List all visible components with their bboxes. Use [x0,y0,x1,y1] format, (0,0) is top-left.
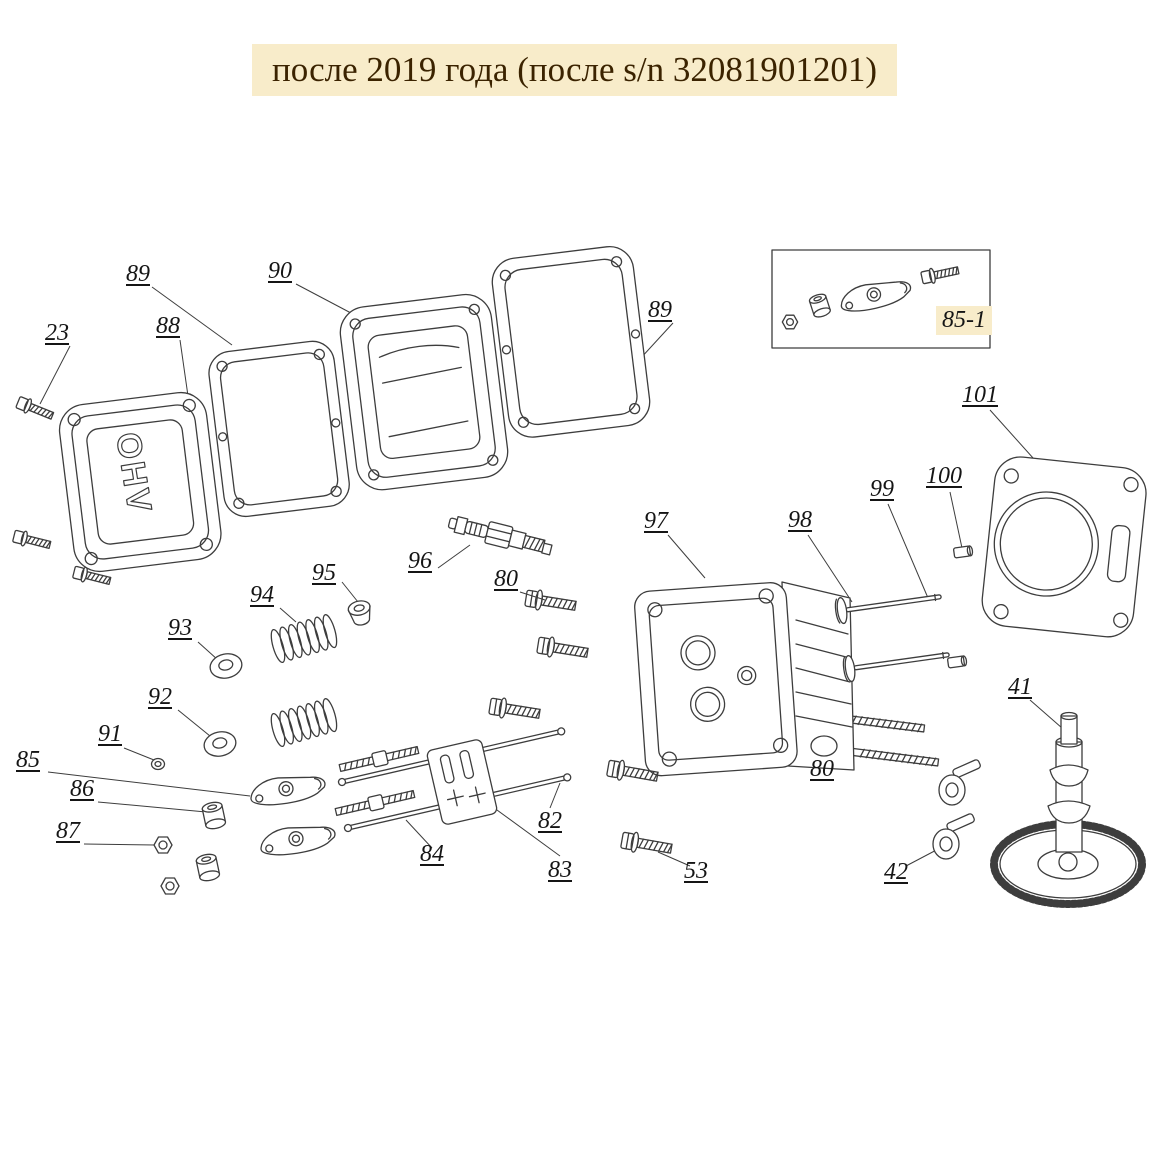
pivot-86-icon [200,800,228,831]
nut-87-icon [153,836,173,854]
rocker-arm-85b-icon [257,819,338,860]
kit-stud-icon [919,262,961,286]
rocker-gear-group [153,769,338,895]
spark-plug-drawing [447,512,554,559]
cylinder-head-drawing [634,582,854,777]
kit-rocker-arm-icon [837,273,915,317]
breather-plate-drawing [337,292,510,493]
guide-plate-83-icon [426,739,498,826]
pushrod-group [333,726,573,833]
bolt-53-icon [619,829,674,860]
valve-cover-drawing: OHV [57,390,224,575]
valve-spring-lower-icon [267,696,341,749]
pivot-86b-icon [194,852,222,883]
valve-spring-94-icon [267,612,341,665]
nut-87b-icon [160,877,180,895]
washer-91-icon [152,759,165,770]
tappets-42 [932,758,982,860]
camshaft-drawing [994,713,1142,905]
head-bolts-80-top [487,587,590,725]
cover-gasket-left-drawing [206,339,351,519]
kit-pivot-icon [807,291,832,320]
stud-84-icon [337,742,421,776]
valve-springs-group [152,599,374,770]
kit-nut-icon [781,314,799,330]
spring-seat-95-icon [347,599,374,627]
kit-85-1-box [772,250,990,348]
head-gasket-drawing [980,454,1149,639]
title-wrap: после 2019 года (после s/n 32081901201) [0,44,1149,97]
cover-gasket-right-drawing [490,244,653,440]
rocker-arm-85-icon [247,769,328,810]
page-title: после 2019 года (после s/n 32081901201) [252,44,897,97]
valves-group [833,544,974,683]
